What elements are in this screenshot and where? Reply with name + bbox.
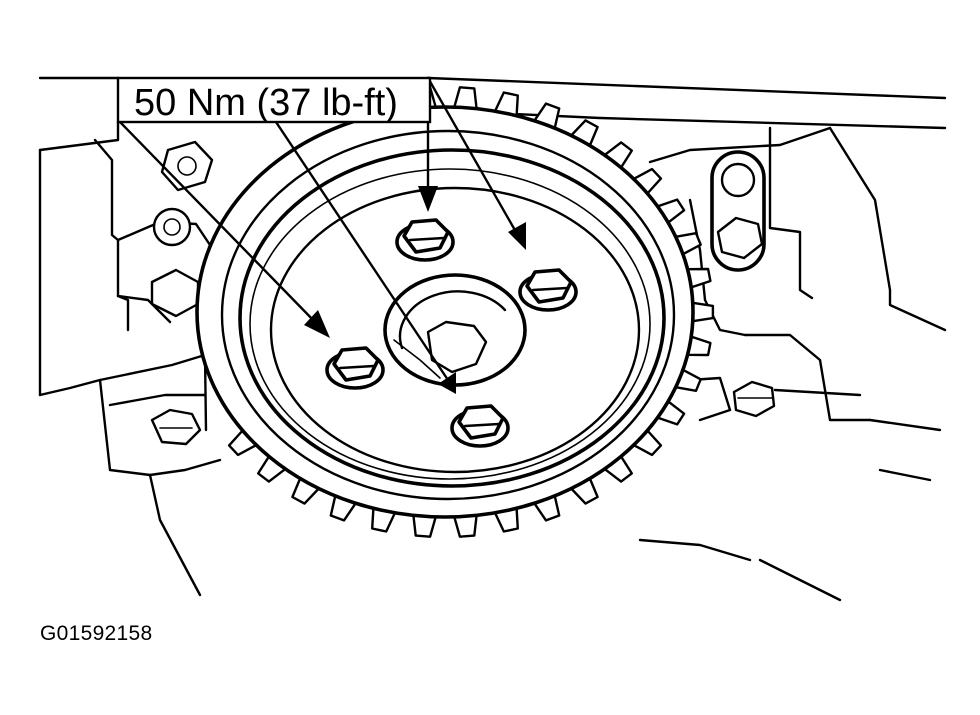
block-bolt-bottom-left: [150, 408, 202, 446]
block-bolt-right: [732, 380, 776, 418]
arrowhead-bolt-bottom: [438, 372, 456, 394]
torque-callout: 50 Nm (37 lb-ft): [116, 76, 432, 124]
arrowhead-bolt-top: [418, 186, 438, 212]
sprocket-bolt-left: [325, 346, 385, 390]
sprocket-tooth: [691, 301, 715, 323]
leader-to-bolt-right: [426, 76, 518, 234]
leader-to-bolt-left: [118, 120, 320, 327]
sprocket-center-hub: [383, 273, 527, 387]
leader-to-bolt-bottom: [270, 114, 450, 382]
callout-leader-lines: [118, 76, 518, 382]
sprocket-bolt-right: [518, 268, 578, 312]
arrowhead-bolt-left: [304, 310, 330, 338]
block-bolt-upper-left: [160, 140, 214, 192]
block-bolt-left: [152, 207, 192, 247]
torque-callout-label: 50 Nm (37 lb-ft): [134, 82, 398, 124]
sprocket-bolt-top: [395, 218, 455, 262]
tensioner-slot-bracket: [710, 150, 766, 272]
torque-callout-box: [116, 76, 432, 124]
block-bolt-left-lower: [150, 268, 200, 318]
figure-id: G01592158: [40, 622, 153, 645]
callout-arrowheads: [304, 186, 526, 394]
sprocket-bolt-bottom: [450, 404, 510, 448]
arrowhead-bolt-right: [508, 222, 526, 250]
engine-block-outline: [38, 76, 947, 602]
